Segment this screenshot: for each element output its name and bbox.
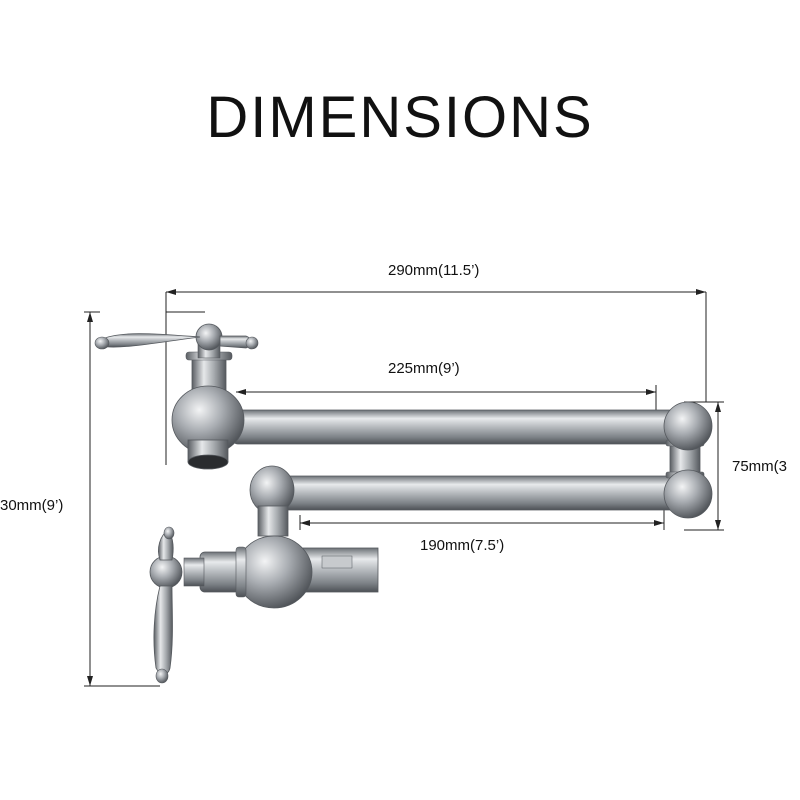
arrow-right-icon (646, 389, 656, 395)
arrow-up-icon (87, 312, 93, 322)
arrow-up-icon (715, 402, 721, 412)
page-title: DIMENSIONS (206, 85, 594, 150)
arrow-right-icon (696, 289, 706, 295)
arrow-left-icon (300, 520, 310, 526)
lower-arm-tube (279, 475, 681, 511)
top-handle (94, 323, 259, 359)
arm-spacing-label: 75mm(3 (732, 458, 788, 475)
lower-pivot (249, 465, 295, 537)
arrow-right-icon (654, 520, 664, 526)
spout-outlet (187, 454, 229, 470)
wall-valve (183, 535, 379, 609)
dimension-lines (84, 289, 724, 687)
elbow-joint (663, 401, 713, 519)
arrow-left-icon (166, 289, 176, 295)
bottom-handle (149, 526, 183, 684)
arrow-down-icon (87, 676, 93, 686)
arrow-down-icon (715, 520, 721, 530)
lower-arm-label: 190mm(7.5’) (420, 537, 505, 554)
upper-arm-tube (231, 409, 678, 445)
overall-width-label: 290mm(11.5’) (388, 262, 480, 279)
upper-arm-label: 225mm(9’) (388, 360, 460, 377)
height-label: 30mm(9’) (0, 497, 64, 514)
arrow-left-icon (236, 389, 246, 395)
spout-valve (171, 351, 245, 470)
